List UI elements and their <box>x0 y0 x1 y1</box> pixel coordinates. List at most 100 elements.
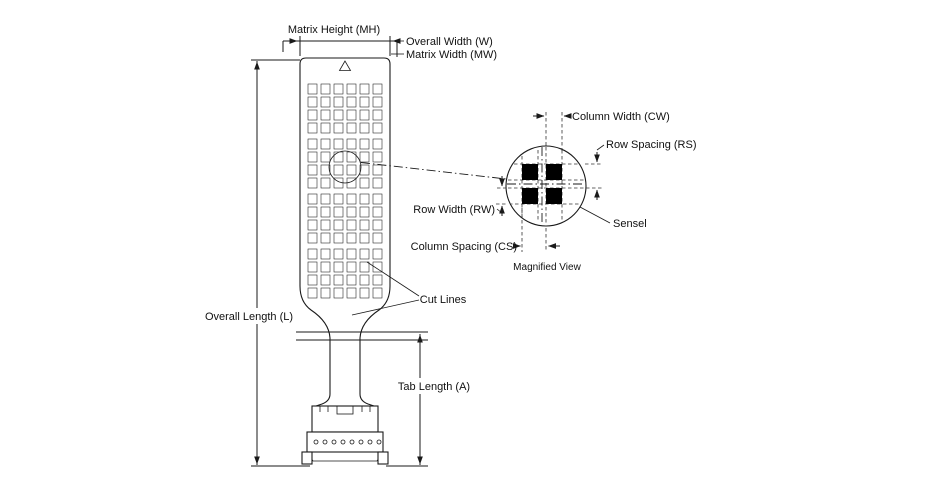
matrix-cell <box>320 164 331 176</box>
pin-hole <box>340 439 346 445</box>
row-width-dimension: Row Width (RW) <box>413 176 509 216</box>
matrix-cell <box>320 96 331 108</box>
matrix-cell <box>307 164 318 176</box>
matrix-cell <box>320 206 331 218</box>
matrix-cell <box>372 96 383 108</box>
matrix-cell <box>346 287 357 299</box>
matrix-cell <box>333 122 344 134</box>
matrix-cell <box>307 248 318 260</box>
sensor-logo-icon <box>338 60 352 71</box>
matrix-cell <box>333 287 344 299</box>
matrix-grid <box>307 83 383 299</box>
matrix-cell <box>346 109 357 121</box>
matrix-cell <box>372 164 383 176</box>
matrix-cell <box>346 151 357 163</box>
matrix-cell <box>359 122 370 134</box>
matrix-cell <box>346 219 357 231</box>
matrix-cell <box>320 248 331 260</box>
matrix-cell <box>320 151 331 163</box>
matrix-cell <box>307 193 318 205</box>
pin-hole <box>322 439 328 445</box>
pin-hole <box>358 439 364 445</box>
matrix-cell <box>333 83 344 95</box>
matrix-cell <box>320 109 331 121</box>
matrix-cell <box>320 274 331 286</box>
matrix-cell <box>333 96 344 108</box>
magnified-view: Column Width (CW) Row Spacing (RS) Row W… <box>411 111 697 273</box>
matrix-cell <box>346 122 357 134</box>
magnified-view-content <box>507 147 585 225</box>
matrix-cell <box>333 206 344 218</box>
label-matrix-width: Matrix Width (MW) <box>406 49 497 61</box>
label-row-width: Row Width (RW) <box>413 204 495 216</box>
matrix-cell <box>333 232 344 244</box>
pin-hole <box>313 439 319 445</box>
row-spacing-dimension: Row Spacing (RS) <box>585 139 696 200</box>
matrix-cell <box>307 138 318 150</box>
matrix-cell <box>307 177 318 189</box>
matrix-cell <box>359 109 370 121</box>
matrix-cell <box>333 261 344 273</box>
label-overall-width: Overall Width (W) <box>406 36 493 48</box>
pin-hole <box>349 439 355 445</box>
matrix-cell <box>333 164 344 176</box>
matrix-cell <box>359 274 370 286</box>
matrix-cell <box>333 138 344 150</box>
label-column-spacing: Column Spacing (CS) <box>411 241 517 253</box>
matrix-cell <box>320 219 331 231</box>
overall-length-dimension: Overall Length (L) <box>202 59 310 467</box>
label-cut-lines: Cut Lines <box>420 294 467 306</box>
tab-length-dimension: Tab Length (A) <box>296 331 474 467</box>
matrix-cell <box>372 248 383 260</box>
matrix-cell <box>346 164 357 176</box>
column-spacing-dimension: Column Spacing (CS) <box>411 208 560 253</box>
matrix-cell <box>346 206 357 218</box>
label-matrix-height: Matrix Height (MH) <box>288 24 380 36</box>
matrix-cell <box>372 274 383 286</box>
matrix-cell <box>307 109 318 121</box>
sensel-callout: Sensel <box>579 206 647 230</box>
matrix-cell <box>359 206 370 218</box>
matrix-cell <box>307 206 318 218</box>
pin-hole <box>331 439 337 445</box>
matrix-cell <box>333 274 344 286</box>
matrix-cell <box>372 122 383 134</box>
matrix-cell <box>359 164 370 176</box>
matrix-cell <box>359 96 370 108</box>
connector-pins <box>313 439 382 445</box>
label-magnified-view: Magnified View <box>513 262 581 273</box>
matrix-cell <box>346 248 357 260</box>
matrix-cell <box>333 219 344 231</box>
matrix-cell <box>320 177 331 189</box>
matrix-cell <box>320 193 331 205</box>
label-tab-length: Tab Length (A) <box>398 381 470 393</box>
matrix-cell <box>372 109 383 121</box>
connector-foot <box>377 451 389 465</box>
matrix-cell <box>346 274 357 286</box>
matrix-cell <box>372 261 383 273</box>
column-width-dimension: Column Width (CW) <box>533 111 670 151</box>
matrix-cell <box>333 109 344 121</box>
matrix-cell <box>320 287 331 299</box>
matrix-cell <box>372 219 383 231</box>
matrix-cell <box>372 83 383 95</box>
matrix-cell <box>307 274 318 286</box>
sensel-squares <box>522 164 562 204</box>
matrix-cell <box>359 177 370 189</box>
matrix-cell <box>307 287 318 299</box>
matrix-cell <box>320 232 331 244</box>
matrix-cell <box>372 206 383 218</box>
matrix-cell <box>372 193 383 205</box>
matrix-cell <box>320 138 331 150</box>
matrix-cell <box>359 232 370 244</box>
matrix-cell <box>359 83 370 95</box>
magnifier-leader-line <box>360 162 507 180</box>
matrix-cell <box>307 122 318 134</box>
detail-circle <box>328 150 362 184</box>
cut-lines-callout: Cut Lines <box>351 261 467 316</box>
matrix-cell <box>359 248 370 260</box>
matrix-cell <box>346 232 357 244</box>
matrix-cell <box>346 193 357 205</box>
